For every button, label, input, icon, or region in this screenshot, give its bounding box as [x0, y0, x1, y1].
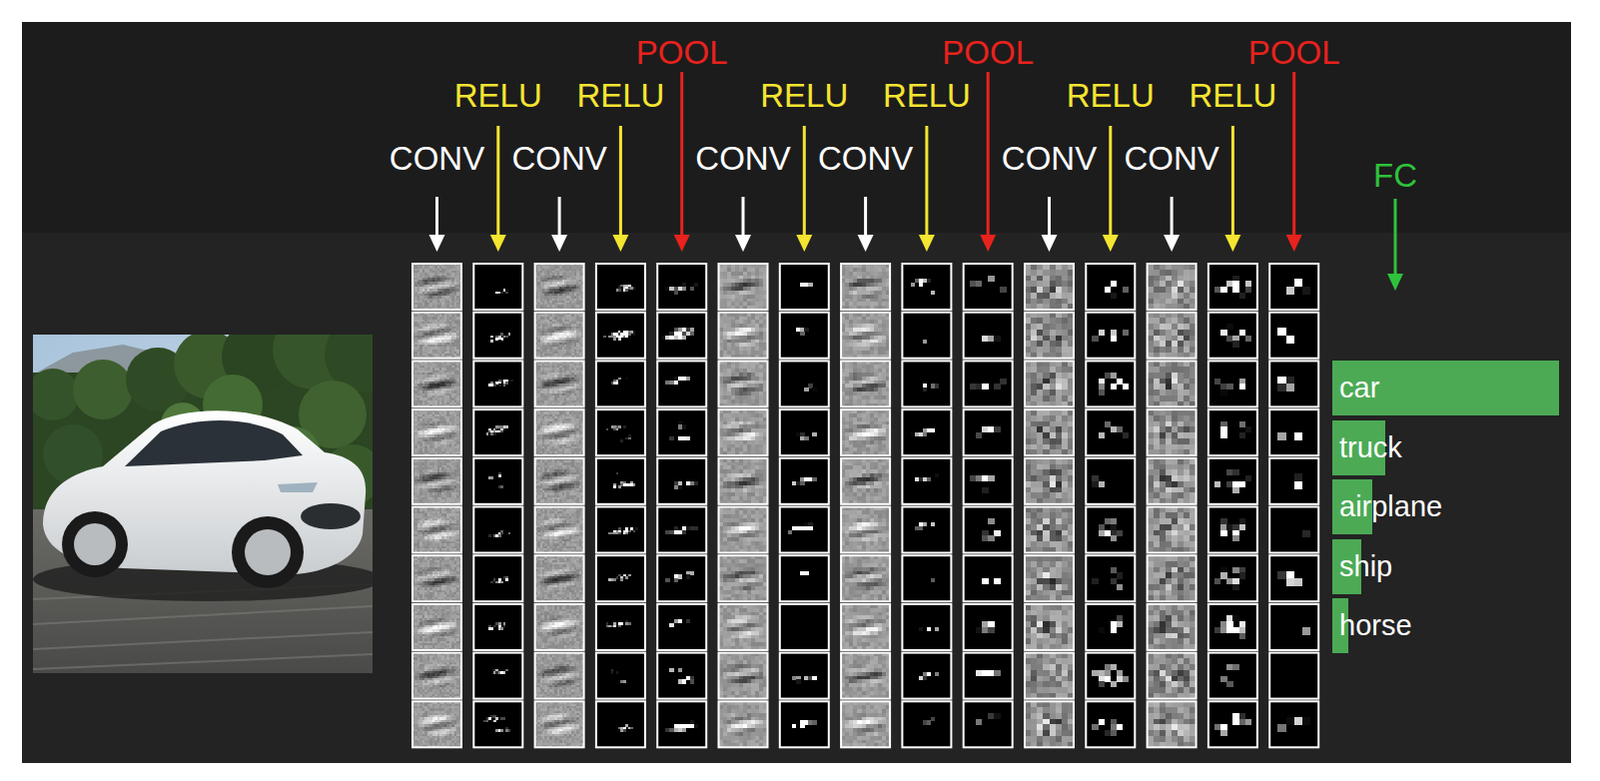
stage: CONVRELUCONVRELUPOOLCONVRELUCONVRELUPOOL… — [0, 0, 1600, 781]
